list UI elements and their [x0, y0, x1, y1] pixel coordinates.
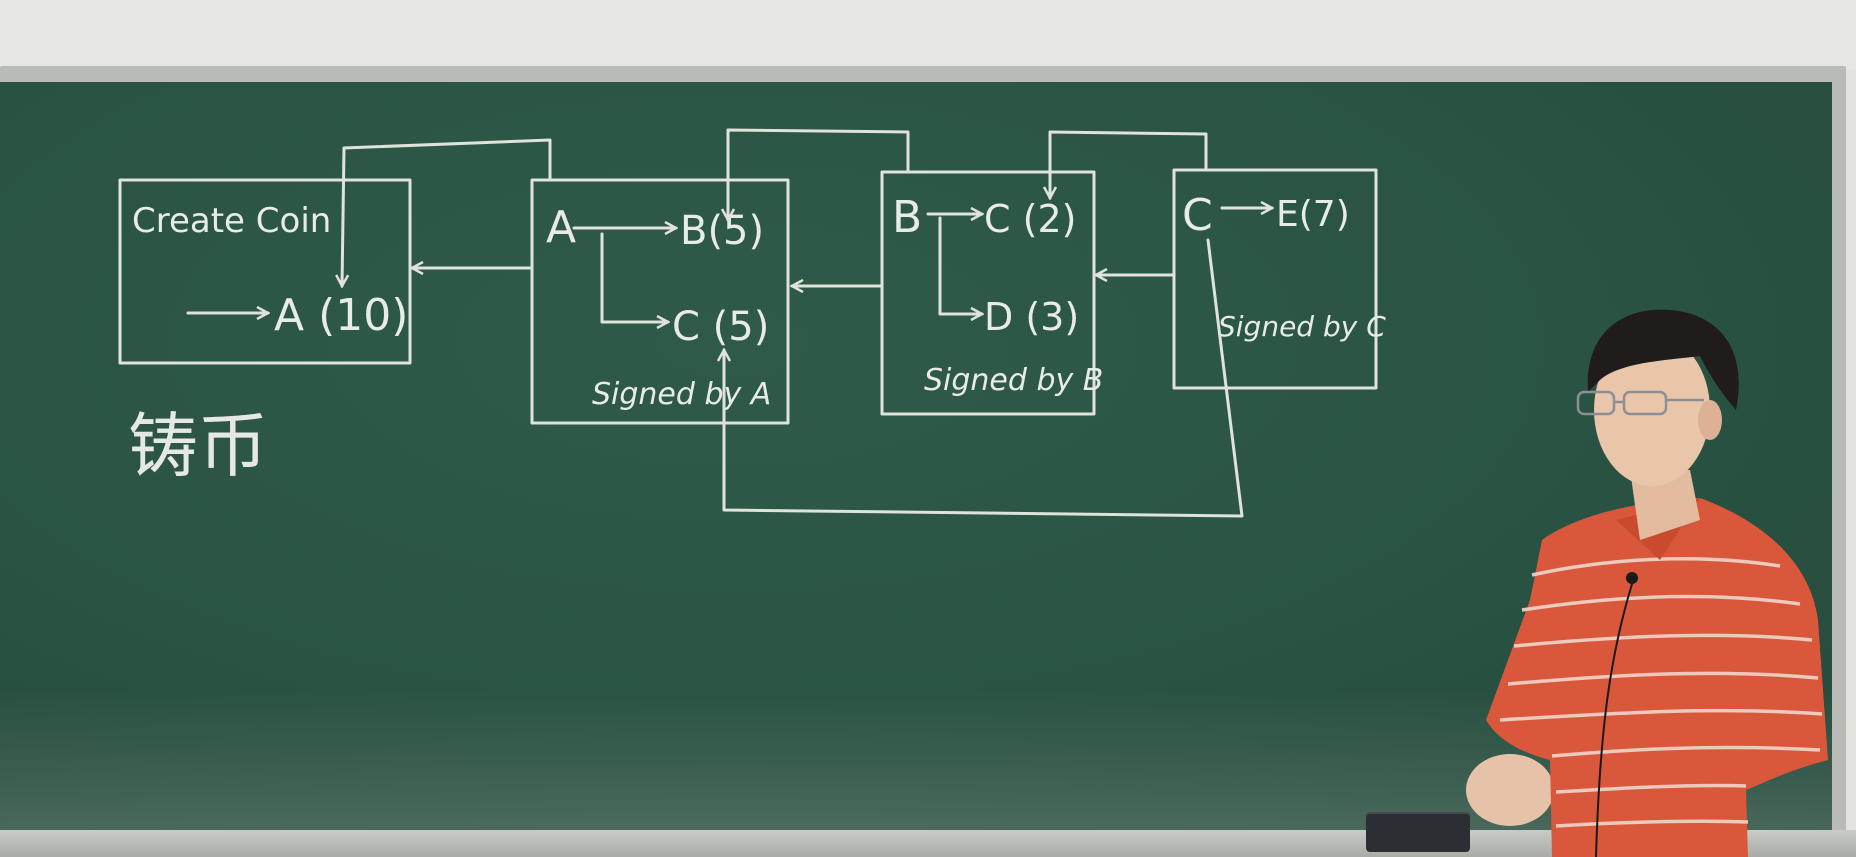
- chalk-tray: [0, 830, 1856, 857]
- coinbase-output: A (10): [274, 290, 408, 341]
- wall: [0, 0, 1856, 70]
- tx-c-signature: Signed by C: [1218, 310, 1386, 343]
- presenter-hands: [1466, 754, 1554, 826]
- tx-a-signature: Signed by A: [592, 377, 771, 412]
- tx-b-box: [880, 170, 1096, 416]
- tx-b-arrow-2: [938, 216, 982, 314]
- tx-c-from: C: [1182, 190, 1213, 241]
- tx-c-output-1: E(7): [1276, 194, 1350, 235]
- input-ref-a-to-coinbase-output: [342, 138, 552, 286]
- presenter-hair: [1587, 309, 1739, 410]
- tx-c-box: [1172, 168, 1378, 390]
- mic-cable: [1595, 583, 1633, 857]
- presenter-ear: [1698, 400, 1722, 440]
- tx-b-output-2: D (3): [984, 295, 1079, 339]
- tx-a-arrow-2: [600, 232, 668, 322]
- presenter-shirt: [1486, 498, 1828, 857]
- lapel-microphone: [1626, 572, 1638, 584]
- presenter-face: [1594, 334, 1710, 486]
- coinbase-title: Create Coin: [132, 201, 331, 241]
- tx-b-output-1: C (2): [984, 197, 1076, 241]
- presenter-neck: [1630, 470, 1700, 540]
- tx-a-output-2: C (5): [672, 304, 769, 350]
- tx-b-from: B: [892, 192, 922, 243]
- tx-a-from: A: [546, 202, 576, 253]
- tx-b-signature: Signed by B: [924, 363, 1103, 398]
- eraser: [1366, 812, 1470, 852]
- input-ref-b-to-a-output: [728, 128, 910, 220]
- shirt-stripes: [1499, 556, 1823, 828]
- presenter-glasses: [1576, 390, 1704, 416]
- input-ref-c-to-b-output: [1050, 130, 1208, 198]
- tx-a-box: [530, 178, 790, 425]
- coinbase-caption-zh: 铸币: [128, 405, 268, 487]
- input-ref-c-to-a-output: [724, 238, 1244, 518]
